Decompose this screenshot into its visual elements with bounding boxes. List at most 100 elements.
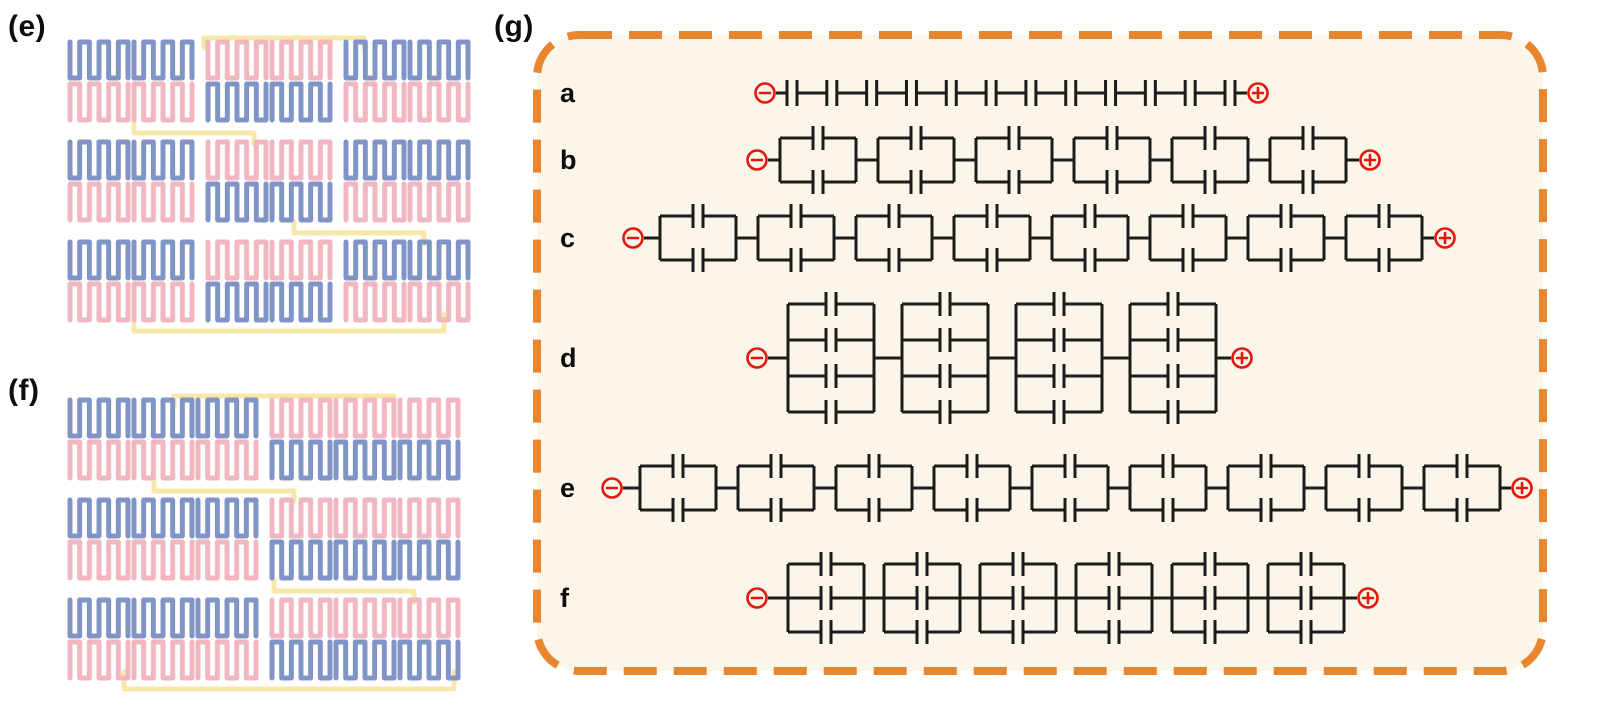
interdigitated-comb [269,139,333,181]
minus-terminal-icon [746,149,768,171]
interconnect-trace [271,577,417,605]
interdigitated-comb [269,239,333,281]
interdigitated-comb [205,81,269,123]
interdigitated-comb [343,81,407,123]
dashed-border [533,31,1547,675]
plus-terminal-icon [1357,587,1379,609]
interdigitated-comb [269,81,333,123]
interdigitated-comb [407,81,471,123]
interdigitated-comb [131,139,195,181]
interdigitated-comb [67,539,131,581]
panel-f-label: (f) [8,374,40,407]
circuit-row-label: a [560,78,576,108]
interdigitated-comb [205,239,269,281]
circuit-row-label: e [560,473,575,503]
panel-e-label: (e) [8,10,47,43]
interdigitated-comb [67,597,131,639]
interdigitated-comb [67,281,131,323]
interdigitated-comb [205,139,269,181]
circuit-row-a: a [560,78,1269,108]
interdigitated-comb [67,397,131,439]
interdigitated-comb [269,539,333,581]
minus-terminal-icon [746,347,768,369]
interdigitated-comb [67,497,131,539]
circuit-row-f: f [560,552,1379,644]
interdigitated-comb [407,39,471,81]
minus-terminal-icon [746,587,768,609]
interdigitated-comb [131,539,195,581]
interdigitated-comb [195,497,259,539]
circuit-row-b: b [560,126,1381,194]
interdigitated-comb [67,239,131,281]
interdigitated-comb [131,281,195,323]
interdigitated-comb [67,439,131,481]
interdigitated-comb [131,397,195,439]
electrode-array-pattern-f [67,393,461,692]
interdigitated-comb [195,439,259,481]
interdigitated-comb [397,497,461,539]
interdigitated-comb [67,81,131,123]
interdigitated-comb [397,639,461,681]
minus-terminal-icon [622,227,644,249]
minus-terminal-icon [754,82,776,104]
interdigitated-comb [131,81,195,123]
interconnect-trace [151,477,297,505]
interdigitated-comb [269,181,333,223]
circuit-row-label: b [560,145,577,175]
interdigitated-comb [269,439,333,481]
interdigitated-comb [333,597,397,639]
interdigitated-comb [343,281,407,323]
plus-terminal-icon [1511,477,1533,499]
circuit-row-label: d [560,343,577,373]
interdigitated-comb [131,497,195,539]
interdigitated-comb [407,181,471,223]
interdigitated-comb [67,181,131,223]
interdigitated-comb [269,39,333,81]
interdigitated-comb [131,181,195,223]
interdigitated-comb [205,39,269,81]
interdigitated-comb [131,597,195,639]
interdigitated-comb [333,539,397,581]
interdigitated-comb [343,139,407,181]
interdigitated-comb [131,639,195,681]
interdigitated-comb [67,39,131,81]
plus-terminal-icon [1247,82,1269,104]
interdigitated-comb [397,539,461,581]
interdigitated-comb [343,239,407,281]
interdigitated-comb [397,439,461,481]
interdigitated-comb [333,497,397,539]
interdigitated-comb [67,639,131,681]
circuit-row-c: c [560,204,1456,272]
circuit-row-label: c [560,223,575,253]
interdigitated-comb [333,397,397,439]
equivalent-circuit-panel: a b c d e f [533,31,1547,675]
interdigitated-comb [195,597,259,639]
interdigitated-comb [131,239,195,281]
interdigitated-comb [195,539,259,581]
interdigitated-comb [205,181,269,223]
interdigitated-comb [397,597,461,639]
circuit-row-e: e [560,454,1533,522]
interdigitated-comb [269,497,333,539]
interdigitated-comb [407,139,471,181]
electrode-array-pattern-e [67,35,471,334]
plus-terminal-icon [1359,149,1381,171]
interconnect-trace [131,119,257,147]
interdigitated-comb [343,39,407,81]
panel-g-label: (g) [494,10,534,43]
interdigitated-comb [333,439,397,481]
interdigitated-comb [269,639,333,681]
minus-terminal-icon [601,477,623,499]
interdigitated-comb [195,397,259,439]
interdigitated-comb [131,439,195,481]
interdigitated-comb [333,639,397,681]
interdigitated-comb [195,639,259,681]
interdigitated-comb [397,397,461,439]
plus-terminal-icon [1231,347,1253,369]
interdigitated-comb [67,139,131,181]
circuit-row-label: f [560,583,570,613]
interdigitated-comb [343,181,407,223]
interconnect-trace [291,219,427,247]
interdigitated-comb [269,597,333,639]
interdigitated-comb [407,281,471,323]
